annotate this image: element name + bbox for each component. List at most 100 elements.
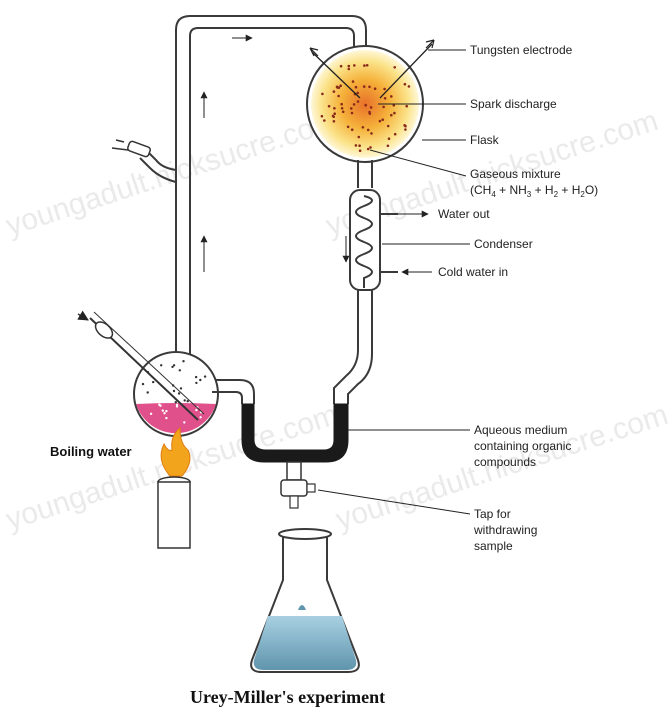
figure-caption: Urey-Miller's experiment — [190, 687, 385, 707]
spark-flask — [306, 39, 435, 188]
spark-particle — [351, 80, 355, 83]
boiling-bubble — [177, 392, 181, 395]
spark-particle — [347, 64, 351, 68]
spark-particle — [358, 144, 361, 147]
boiling-bubble — [159, 404, 162, 407]
spark-particle — [368, 110, 371, 114]
spark-particle — [356, 91, 360, 95]
boiling-bubble — [195, 381, 198, 385]
spark-particle — [350, 111, 354, 115]
spark-particle — [369, 146, 372, 149]
burner-assembly — [157, 426, 191, 549]
sample-liquid — [253, 616, 357, 670]
spark-particle — [405, 104, 409, 108]
boiling-bubble — [141, 382, 145, 386]
boiling-bubble — [186, 400, 189, 403]
spark-particle — [386, 124, 390, 128]
spark-particle — [390, 95, 393, 98]
label-tungsten-electrode: Tungsten electrode — [470, 43, 573, 57]
spark-particle — [346, 125, 350, 129]
label-aqueous-medium-2: containing organic — [474, 439, 571, 453]
tap-icon — [280, 479, 308, 497]
boiling-bubble — [146, 391, 149, 394]
boiling-bubble — [149, 412, 153, 415]
spark-particle — [393, 66, 397, 69]
stopcock-icon — [111, 139, 151, 158]
spark-particle — [383, 97, 387, 100]
boiling-bubble — [194, 375, 198, 379]
spark-particle — [352, 103, 356, 106]
boiling-bubble — [163, 412, 166, 415]
leader-lines — [317, 49, 471, 515]
spark-particle — [333, 112, 337, 115]
boiling-bubble — [172, 364, 176, 367]
spark-particle — [369, 106, 373, 109]
flow-arrows — [200, 34, 350, 272]
label-tap-1: Tap for — [474, 507, 511, 521]
spark-particle — [381, 118, 385, 121]
spark-particle — [350, 128, 354, 131]
spark-particle — [404, 128, 407, 131]
spark-particle — [390, 113, 393, 117]
flame-icon — [160, 426, 191, 477]
boiling-bubble — [182, 360, 185, 363]
boiling-bubble — [179, 387, 183, 390]
boiling-bubble — [183, 421, 186, 424]
spark-particle — [366, 147, 370, 151]
boiling-bubble — [199, 378, 202, 382]
boiling-bubble — [172, 389, 176, 393]
return-tube — [139, 15, 367, 380]
burner-icon — [157, 481, 191, 549]
spark-particle — [323, 119, 326, 122]
spark-particle — [333, 107, 336, 110]
spark-particle — [382, 105, 385, 109]
boiling-bubble — [161, 409, 164, 412]
boiling-bubble — [183, 399, 186, 402]
watermark-text: youngadult.nicksucre.com — [2, 104, 342, 243]
spark-particle — [340, 107, 344, 110]
spark-particle — [407, 85, 411, 88]
spark-particle — [363, 64, 366, 67]
conical-flask-icon — [250, 528, 360, 673]
condenser — [349, 189, 398, 291]
label-aqueous-medium-3: compounds — [474, 455, 536, 469]
label-boiling-water: Boiling water — [50, 444, 132, 459]
spark-particle — [357, 135, 361, 139]
label-flask: Flask — [470, 133, 500, 147]
spark-particle — [365, 64, 369, 67]
spark-particle — [403, 82, 407, 86]
boiling-bubble — [160, 364, 163, 367]
spark-particle — [332, 120, 336, 123]
spark-particle — [354, 85, 358, 89]
spark-particle — [393, 132, 397, 136]
boiling-bubble — [199, 416, 202, 419]
spark-particle — [320, 114, 324, 118]
spark-particle — [378, 119, 382, 123]
electrode-icon — [311, 51, 361, 99]
boiling-bubble — [175, 405, 179, 408]
spark-particle — [327, 104, 331, 108]
spark-particle — [332, 115, 336, 119]
boiling-bubble — [165, 416, 168, 420]
spark-particle — [339, 84, 343, 87]
spark-particle — [362, 85, 366, 88]
spark-particle — [404, 124, 407, 128]
spark-particle — [335, 85, 339, 89]
boiling-bubble — [203, 375, 207, 378]
spark-particle — [358, 149, 362, 152]
spark-particle — [373, 87, 377, 90]
spark-particle — [368, 85, 371, 89]
spark-particle — [386, 144, 390, 148]
label-aqueous-medium-1: Aqueous medium — [474, 423, 567, 437]
spark-particle — [370, 132, 373, 135]
spark-particle — [383, 87, 386, 91]
spark-particle — [393, 111, 396, 115]
boiling-liquid — [136, 403, 216, 434]
boiling-bubble — [165, 409, 168, 413]
label-cold-water-in: Cold water in — [438, 265, 508, 279]
boiling-flask — [77, 310, 255, 437]
spark-particle — [392, 104, 396, 107]
stopcock-icon — [94, 321, 114, 339]
electrode-icon — [379, 43, 433, 99]
